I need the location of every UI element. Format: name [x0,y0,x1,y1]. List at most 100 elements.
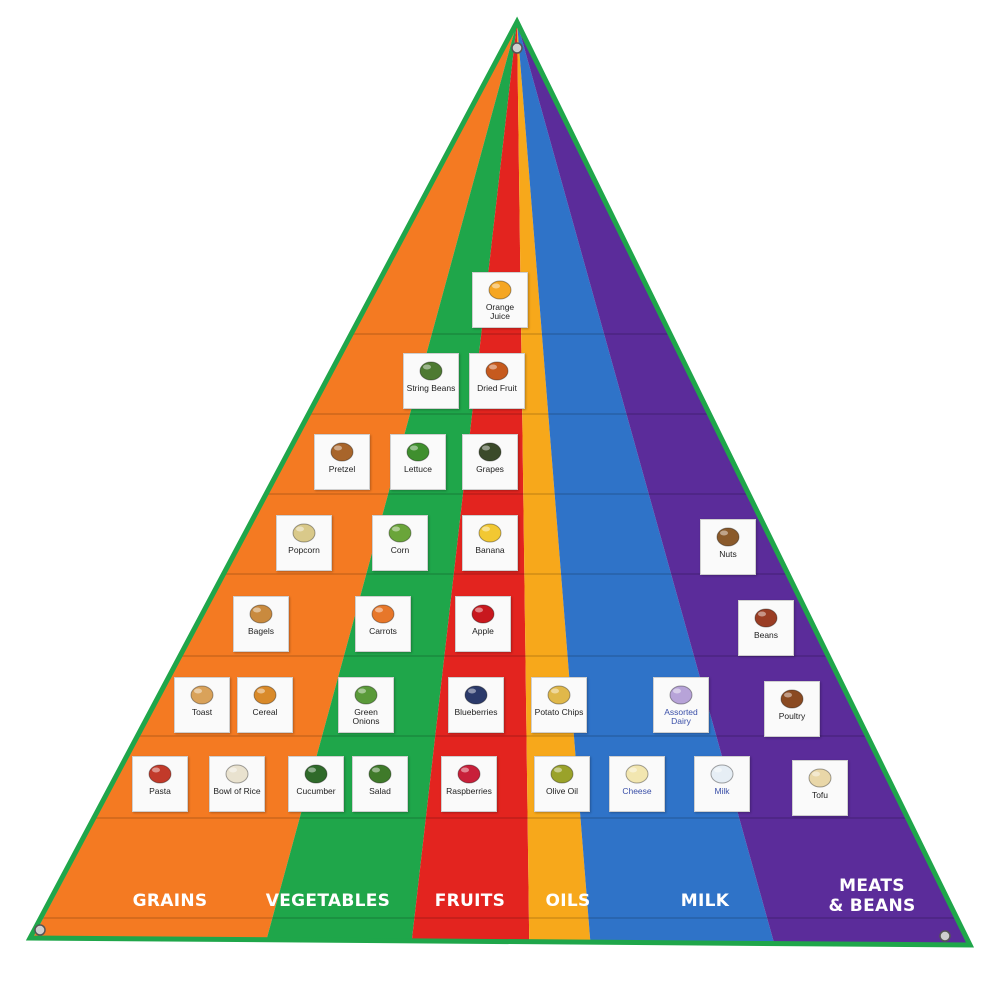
card-label: Olive Oil [545,786,579,796]
blueberries-icon [464,685,488,705]
card-label: Salad [369,786,391,796]
vegetables-stripe [250,22,517,945]
popcorn-icon [292,523,316,543]
card-label: Corn [390,545,410,555]
tofu-icon [808,768,832,788]
card-label: Bowl of Rice [213,786,261,796]
food-card-raspberries[interactable]: Raspberries [441,756,497,812]
dried-fruit-icon [485,361,509,381]
food-card-green-onions[interactable]: Green Onions [338,677,394,733]
food-card-cereal[interactable]: Cereal [237,677,293,733]
card-label: Potato Chips [534,707,584,717]
card-label: Cucumber [296,786,336,796]
pretzel-icon [330,442,354,462]
card-label: Beans [753,630,779,640]
card-label: Blueberries [454,707,498,717]
food-card-apple[interactable]: Apple [455,596,511,652]
card-label: Toast [191,707,213,717]
group-label-milk: MILK [680,891,730,911]
food-card-corn[interactable]: Corn [372,515,428,571]
carrots-icon [371,604,395,624]
food-card-potato-chips[interactable]: Potato Chips [531,677,587,733]
food-card-banana[interactable]: Banana [462,515,518,571]
food-card-blueberries[interactable]: Blueberries [448,677,504,733]
lettuce-icon [406,442,430,462]
bowl-of-rice-icon [225,764,249,784]
apple-icon [471,604,495,624]
assorted-dairy-icon [669,685,693,705]
cereal-icon [253,685,277,705]
bagels-icon [249,604,273,624]
group-label-fruits: FRUITS [434,891,506,911]
grapes-icon [478,442,502,462]
olive-oil-icon [550,764,574,784]
food-card-bowl-of-rice[interactable]: Bowl of Rice [209,756,265,812]
card-label: Pretzel [328,464,356,474]
card-label: Orange Juice [485,302,515,321]
card-label: Green Onions [352,707,380,726]
card-label: Lettuce [404,464,432,474]
food-card-lettuce[interactable]: Lettuce [390,434,446,490]
food-card-cheese[interactable]: Cheese [609,756,665,812]
food-card-beans[interactable]: Beans [738,600,794,656]
food-card-bagels[interactable]: Bagels [233,596,289,652]
green-onions-icon [354,685,378,705]
grommet-top [511,42,523,54]
potato-chips-icon [547,685,571,705]
salad-icon [368,764,392,784]
food-card-assorted-dairy[interactable]: Assorted Dairy [653,677,709,733]
group-label-meats-beans: MEATS & BEANS [828,876,916,916]
card-label: Cereal [252,707,278,717]
card-label: Poultry [778,711,806,721]
card-label: Grapes [476,464,504,474]
food-card-toast[interactable]: Toast [174,677,230,733]
toast-icon [190,685,214,705]
card-label: Milk [714,786,730,796]
card-label: Banana [475,545,505,555]
grommet-left [34,924,46,936]
card-label: Dried Fruit [477,383,517,393]
food-card-carrots[interactable]: Carrots [355,596,411,652]
corn-icon [388,523,412,543]
group-label-vegetables: VEGETABLES [265,891,391,911]
card-label: Raspberries [446,786,492,796]
milk-glass-icon [710,764,734,784]
food-card-cucumber[interactable]: Cucumber [288,756,344,812]
card-label: Carrots [369,626,397,636]
food-card-nuts[interactable]: Nuts [700,519,756,575]
poultry-icon [780,689,804,709]
food-card-orange-juice[interactable]: Orange Juice [472,272,528,328]
card-label: Bagels [248,626,274,636]
card-label: Pasta [149,786,171,796]
card-label: Tofu [811,790,829,800]
food-card-tofu[interactable]: Tofu [792,760,848,816]
food-card-salad[interactable]: Salad [352,756,408,812]
food-card-pretzel[interactable]: Pretzel [314,434,370,490]
pyramid-border [25,16,975,948]
pyramid-stripes [30,22,970,945]
food-card-grapes[interactable]: Grapes [462,434,518,490]
fruits-stripe [405,22,530,945]
food-card-pasta[interactable]: Pasta [132,756,188,812]
card-label: Nuts [719,549,737,559]
grommet-right [939,930,951,942]
banana-icon [478,523,502,543]
string-beans-icon [419,361,443,381]
card-label: Popcorn [288,545,320,555]
juice-glass-icon [488,280,512,300]
nuts-icon [716,527,740,547]
group-label-oils: OILS [545,891,591,911]
beans-icon [754,608,778,628]
food-card-poultry[interactable]: Poultry [764,681,820,737]
card-label: String Beans [406,383,456,393]
food-card-popcorn[interactable]: Popcorn [276,515,332,571]
card-label: Assorted Dairy [664,707,698,726]
food-card-olive-oil[interactable]: Olive Oil [534,756,590,812]
food-card-dried-fruit[interactable]: Dried Fruit [469,353,525,409]
group-label-grains: GRAINS [132,891,208,911]
card-label: Apple [472,626,494,636]
food-card-milk[interactable]: Milk [694,756,750,812]
card-label: Cheese [622,786,652,796]
food-card-string-beans[interactable]: String Beans [403,353,459,409]
